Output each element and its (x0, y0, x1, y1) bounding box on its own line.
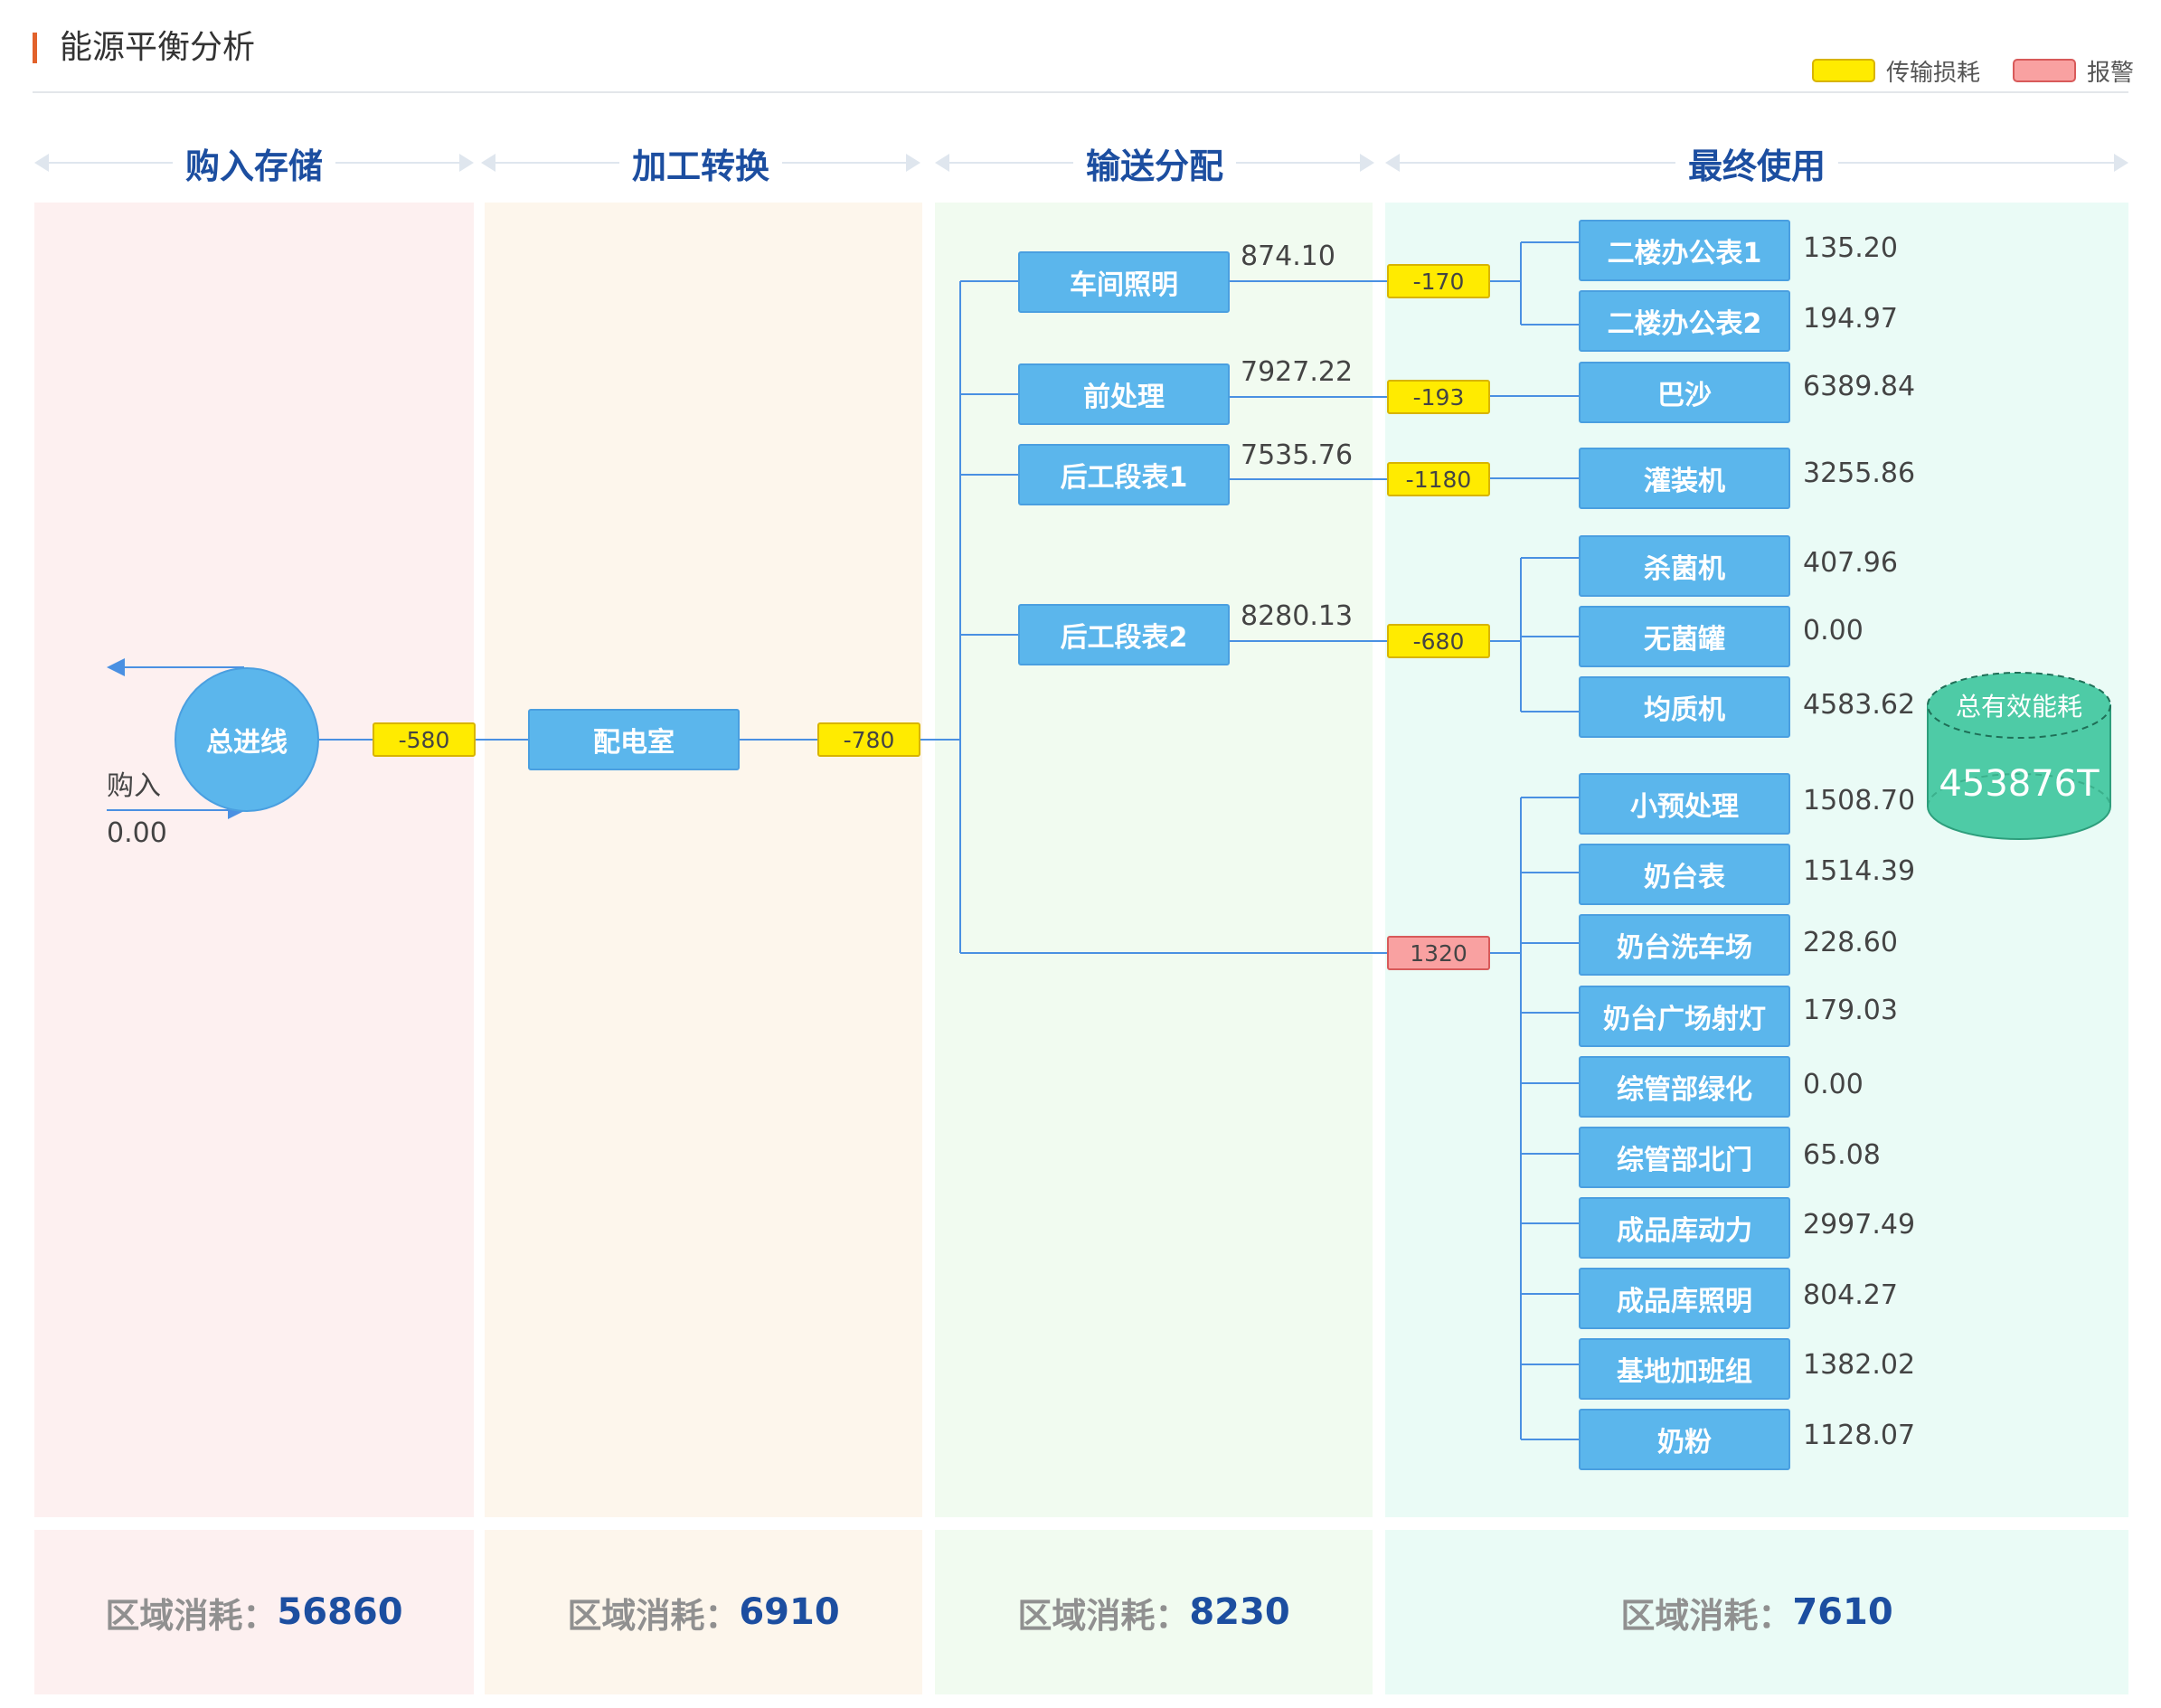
footer-distribution: 区域消耗：8230 (935, 1530, 1373, 1694)
end-use-node[interactable]: 无菌罐 (1579, 606, 1790, 667)
column-heading-purchase: 购入存储 (34, 136, 475, 190)
alarm-tag: 1320 (1387, 936, 1490, 970)
end-use-node[interactable]: 小预处理 (1579, 773, 1790, 835)
column-heading-end-use: 最终使用 (1385, 136, 2129, 190)
footer-label: 区域消耗： (105, 1595, 278, 1636)
end-use-value: 0.00 (1803, 615, 1864, 646)
footer-label: 区域消耗： (1620, 1595, 1793, 1636)
footer-conversion: 区域消耗：6910 (485, 1530, 922, 1694)
column-heading-label: 输送分配 (1086, 146, 1224, 186)
zone-purchase (34, 203, 474, 1517)
end-use-node[interactable]: 奶粉 (1579, 1409, 1790, 1470)
end-use-value: 1128.07 (1803, 1420, 1916, 1451)
distribution-node[interactable]: 后工段表2 (1018, 604, 1230, 665)
title-accent-bar (33, 33, 37, 63)
end-use-node[interactable]: 奶台广场射灯 (1579, 986, 1790, 1047)
end-use-value: 1382.02 (1803, 1349, 1916, 1381)
end-use-value: 407.96 (1803, 547, 1898, 579)
distribution-node[interactable]: 车间照明 (1018, 251, 1230, 313)
end-use-value: 804.27 (1803, 1279, 1898, 1311)
legend-label-alarm: 报警 (2087, 59, 2135, 87)
loss-tag: -193 (1387, 380, 1490, 414)
end-use-node[interactable]: 均质机 (1579, 676, 1790, 738)
end-use-node[interactable]: 成品库动力 (1579, 1197, 1790, 1259)
page-title: 能源平衡分析 (60, 29, 256, 66)
footer-end-use: 区域消耗：7610 (1385, 1530, 2128, 1694)
end-use-node[interactable]: 灌装机 (1579, 448, 1790, 509)
end-use-node[interactable]: 成品库照明 (1579, 1268, 1790, 1329)
legend-item-alarm: 报警 (2013, 56, 2135, 87)
purchase-label: 购入 (107, 770, 161, 802)
purchase-value: 0.00 (107, 817, 167, 849)
footer-value: 56860 (277, 1591, 403, 1633)
column-heading-conversion: 加工转换 (481, 136, 921, 190)
distribution-node[interactable]: 前处理 (1018, 363, 1230, 425)
footer-label: 区域消耗： (567, 1595, 740, 1636)
main-incoming-line-node[interactable]: 总进线 (175, 667, 319, 812)
end-use-value: 228.60 (1803, 927, 1898, 958)
legend-label-loss: 传输损耗 (1886, 59, 1981, 87)
distribution-value: 874.10 (1241, 241, 1335, 272)
column-heading-label: 购入存储 (185, 146, 324, 186)
end-use-value: 1508.70 (1803, 785, 1916, 816)
loss-tag: -680 (1387, 624, 1490, 658)
end-use-node[interactable]: 综管部绿化 (1579, 1056, 1790, 1118)
end-use-value: 0.00 (1803, 1069, 1864, 1100)
column-heading-label: 最终使用 (1688, 146, 1826, 186)
distribution-room-node[interactable]: 配电室 (528, 709, 740, 770)
column-heading-distribution: 输送分配 (935, 136, 1375, 190)
end-use-value: 4583.62 (1803, 689, 1916, 721)
footer-value: 8230 (1189, 1591, 1290, 1633)
legend-swatch-loss (1812, 59, 1875, 82)
distribution-value: 7535.76 (1241, 439, 1354, 471)
end-use-node[interactable]: 巴沙 (1579, 362, 1790, 423)
end-use-node[interactable]: 杀菌机 (1579, 535, 1790, 597)
loss-tag: -580 (373, 722, 476, 757)
end-use-node[interactable]: 二楼办公表2 (1579, 290, 1790, 352)
end-use-value: 2997.49 (1803, 1209, 1916, 1241)
end-use-value: 1514.39 (1803, 855, 1916, 887)
footer-purchase: 区域消耗：56860 (34, 1530, 474, 1694)
loss-tag: -1180 (1387, 462, 1490, 496)
end-use-node[interactable]: 奶台洗车场 (1579, 914, 1790, 976)
distribution-node[interactable]: 后工段表1 (1018, 444, 1230, 505)
end-use-node[interactable]: 奶台表 (1579, 844, 1790, 905)
loss-tag: -170 (1387, 264, 1490, 298)
footer-value: 6910 (739, 1591, 840, 1633)
end-use-value: 179.03 (1803, 995, 1898, 1026)
end-use-node[interactable]: 二楼办公表1 (1579, 220, 1790, 281)
loss-tag: -780 (817, 722, 920, 757)
end-use-value: 6389.84 (1803, 371, 1916, 402)
total-effective-energy-cylinder-icon (1927, 672, 2111, 840)
legend-item-loss: 传输损耗 (1812, 56, 1981, 87)
end-use-value: 135.20 (1803, 232, 1898, 264)
zone-conversion (485, 203, 922, 1517)
end-use-node[interactable]: 综管部北门 (1579, 1127, 1790, 1188)
end-use-value: 194.97 (1803, 303, 1898, 335)
footer-value: 7610 (1792, 1591, 1893, 1633)
total-effective-energy-label: 总有效能耗 (1955, 692, 2082, 722)
distribution-value: 8280.13 (1241, 600, 1354, 632)
total-effective-energy-value: 453876T (1939, 763, 2100, 805)
end-use-value: 3255.86 (1803, 458, 1916, 489)
footer-label: 区域消耗： (1017, 1595, 1190, 1636)
header-divider (33, 91, 2128, 93)
distribution-value: 7927.22 (1241, 356, 1354, 388)
end-use-node[interactable]: 基地加班组 (1579, 1338, 1790, 1400)
arrow-left-icon (107, 658, 125, 676)
column-heading-label: 加工转换 (632, 146, 770, 186)
end-use-value: 65.08 (1803, 1139, 1881, 1171)
legend-swatch-alarm (2013, 59, 2076, 82)
